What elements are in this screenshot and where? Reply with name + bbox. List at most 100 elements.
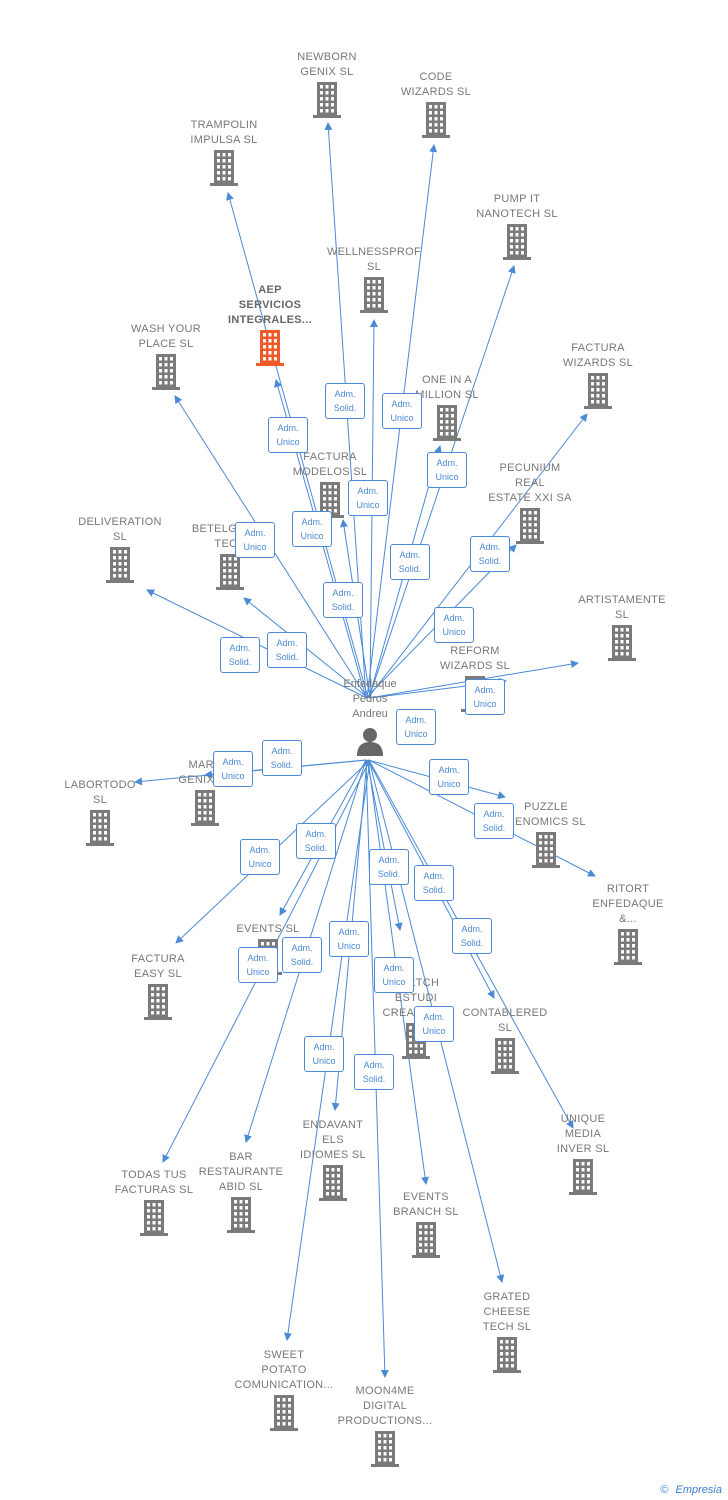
role-badge[interactable]: Adm. Unico bbox=[374, 957, 414, 993]
building-icon bbox=[191, 790, 219, 826]
role-badge[interactable]: Adm. Unico bbox=[329, 921, 369, 957]
company-node-puzzle[interactable]: PUZZLE GENOMICS SL bbox=[486, 800, 606, 868]
role-badge[interactable]: Adm. Solid. bbox=[474, 803, 514, 839]
role-badge[interactable]: Adm. Solid. bbox=[323, 582, 363, 618]
company-name: CODE WIZARDS SL bbox=[400, 71, 472, 98]
role-badge[interactable]: Adm. Solid. bbox=[262, 740, 302, 776]
company-node-newborn[interactable]: NEWBORN GENIX SL bbox=[267, 50, 387, 118]
company-name: EVENTS BRANCH SL bbox=[393, 1191, 459, 1218]
company-name: DELIVERATION SL bbox=[78, 516, 162, 543]
person-node[interactable]: Enfedaque Pedros Andreu bbox=[310, 677, 430, 756]
role-badge[interactable]: Adm. Solid. bbox=[282, 937, 322, 973]
building-icon bbox=[412, 1222, 440, 1258]
company-node-trampolin[interactable]: TRAMPOLIN IMPULSA SL bbox=[164, 118, 284, 186]
role-badge[interactable]: Adm. Unico bbox=[396, 709, 436, 745]
building-icon bbox=[433, 405, 461, 441]
relationship-edge bbox=[366, 759, 403, 931]
building-icon bbox=[140, 1200, 168, 1236]
company-node-ritort[interactable]: RITORT ENFEDAQUE &... bbox=[568, 882, 688, 965]
building-icon bbox=[106, 547, 134, 583]
company-node-wash[interactable]: WASH YOUR PLACE SL bbox=[106, 322, 226, 390]
company-node-wellness[interactable]: WELLNESSPROF SL bbox=[314, 245, 434, 313]
company-node-eventsbranch[interactable]: EVENTS BRANCH SL bbox=[366, 1190, 486, 1258]
role-badge[interactable]: Adm. Solid. bbox=[369, 849, 409, 885]
role-badge[interactable]: Adm. Unico bbox=[235, 522, 275, 558]
role-badge[interactable]: Adm. Unico bbox=[427, 452, 467, 488]
company-name: EVENTS SL bbox=[236, 923, 300, 935]
building-icon bbox=[256, 330, 284, 366]
role-badge[interactable]: Adm. Solid. bbox=[452, 918, 492, 954]
company-name: FACTURA MODELOS SL bbox=[292, 451, 368, 478]
company-name: GRATED CHEESE TECH SL bbox=[482, 1291, 532, 1333]
company-name: AEP SERVICIOS INTEGRALES... bbox=[228, 284, 312, 326]
role-badge[interactable]: Adm. Solid. bbox=[220, 637, 260, 673]
company-name: NEWBORN GENIX SL bbox=[297, 51, 357, 78]
building-icon bbox=[516, 508, 544, 544]
role-badge[interactable]: Adm. Unico bbox=[465, 679, 505, 715]
company-node-moon[interactable]: MOON4ME DIGITAL PRODUCTIONS... bbox=[325, 1384, 445, 1467]
company-name: WASH YOUR PLACE SL bbox=[131, 323, 201, 350]
building-icon bbox=[491, 1038, 519, 1074]
company-node-factura_easy[interactable]: FACTURA EASY SL bbox=[98, 952, 218, 1020]
company-name: PUZZLE GENOMICS SL bbox=[506, 801, 586, 828]
company-node-pump[interactable]: PUMP IT NANOTECH SL bbox=[457, 192, 577, 260]
building-icon bbox=[210, 150, 238, 186]
role-badge[interactable]: Adm. Unico bbox=[240, 839, 280, 875]
role-badge[interactable]: Adm. Unico bbox=[414, 1006, 454, 1042]
footer-brand: © Empresia bbox=[660, 1484, 722, 1496]
role-badge[interactable]: Adm. Solid. bbox=[267, 632, 307, 668]
company-node-onein[interactable]: ONE IN A MILLION SL bbox=[387, 373, 507, 441]
role-badge[interactable]: Adm. Solid. bbox=[296, 823, 336, 859]
company-node-grated[interactable]: GRATED CHEESE TECH SL bbox=[447, 1290, 567, 1373]
role-badge[interactable]: Adm. Unico bbox=[382, 393, 422, 429]
company-node-code[interactable]: CODE WIZARDS SL bbox=[376, 70, 496, 138]
role-badge[interactable]: Adm. Unico bbox=[213, 751, 253, 787]
company-node-endavant[interactable]: ENDAVANT ELS IDIOMES SL bbox=[273, 1118, 393, 1201]
company-node-sweet[interactable]: SWEET POTATO COMUNICATION... bbox=[224, 1348, 344, 1431]
role-badge[interactable]: Adm. Solid. bbox=[414, 865, 454, 901]
role-badge[interactable]: Adm. Solid. bbox=[470, 536, 510, 572]
role-badge[interactable]: Adm. Unico bbox=[429, 759, 469, 795]
building-icon bbox=[313, 82, 341, 118]
person-name: Enfedaque Pedros Andreu bbox=[343, 678, 397, 720]
company-name: ARTISTAMENTE SL bbox=[578, 594, 666, 621]
company-node-artistamente[interactable]: ARTISTAMENTE SL bbox=[562, 593, 682, 661]
role-badge[interactable]: Adm. Unico bbox=[292, 511, 332, 547]
company-node-unique[interactable]: UNIQUE MEDIA INVER SL bbox=[523, 1112, 643, 1195]
building-icon bbox=[227, 1197, 255, 1233]
role-badge[interactable]: Adm. Solid. bbox=[354, 1054, 394, 1090]
role-badge[interactable]: Adm. Unico bbox=[434, 607, 474, 643]
company-name: FACTURA WIZARDS SL bbox=[562, 342, 634, 369]
building-icon bbox=[584, 373, 612, 409]
company-node-pecunium[interactable]: PECUNIUM REAL ESTATE XXI SA bbox=[470, 461, 590, 544]
building-icon bbox=[152, 354, 180, 390]
company-node-bar[interactable]: BAR RESTAURANTE ABID SL bbox=[181, 1150, 301, 1233]
company-name: PECUNIUM REAL ESTATE XXI SA bbox=[488, 462, 572, 504]
role-badge[interactable]: Adm. Unico bbox=[268, 417, 308, 453]
role-badge[interactable]: Adm. Unico bbox=[238, 947, 278, 983]
company-node-aep[interactable]: AEP SERVICIOS INTEGRALES... bbox=[210, 283, 330, 366]
building-icon bbox=[569, 1159, 597, 1195]
role-badge[interactable]: Adm. Unico bbox=[348, 480, 388, 516]
role-badge[interactable]: Adm. Solid. bbox=[325, 383, 365, 419]
company-node-factmod[interactable]: FACTURA MODELOS SL bbox=[270, 450, 390, 518]
building-icon bbox=[608, 625, 636, 661]
company-node-contablered[interactable]: CONTABLERED SL bbox=[445, 1006, 565, 1074]
building-icon bbox=[614, 929, 642, 965]
building-icon bbox=[144, 984, 172, 1020]
building-icon bbox=[532, 832, 560, 868]
role-badge[interactable]: Adm. Solid. bbox=[390, 544, 430, 580]
building-icon bbox=[422, 102, 450, 138]
role-badge[interactable]: Adm. Unico bbox=[304, 1036, 344, 1072]
company-name: TODAS TUS FACTURAS SL bbox=[114, 1169, 194, 1196]
company-name: LABORTODO SL bbox=[64, 779, 136, 806]
building-icon bbox=[371, 1431, 399, 1467]
building-icon bbox=[493, 1337, 521, 1373]
building-icon bbox=[360, 277, 388, 313]
company-node-factwiz[interactable]: FACTURA WIZARDS SL bbox=[538, 341, 658, 409]
company-name: WELLNESSPROF SL bbox=[326, 246, 422, 273]
company-name: FACTURA EASY SL bbox=[131, 953, 185, 980]
company-node-todas[interactable]: TODAS TUS FACTURAS SL bbox=[94, 1168, 214, 1236]
company-node-deliveration[interactable]: DELIVERATION SL bbox=[60, 515, 180, 583]
company-node-labortodo[interactable]: LABORTODO SL bbox=[40, 778, 160, 846]
